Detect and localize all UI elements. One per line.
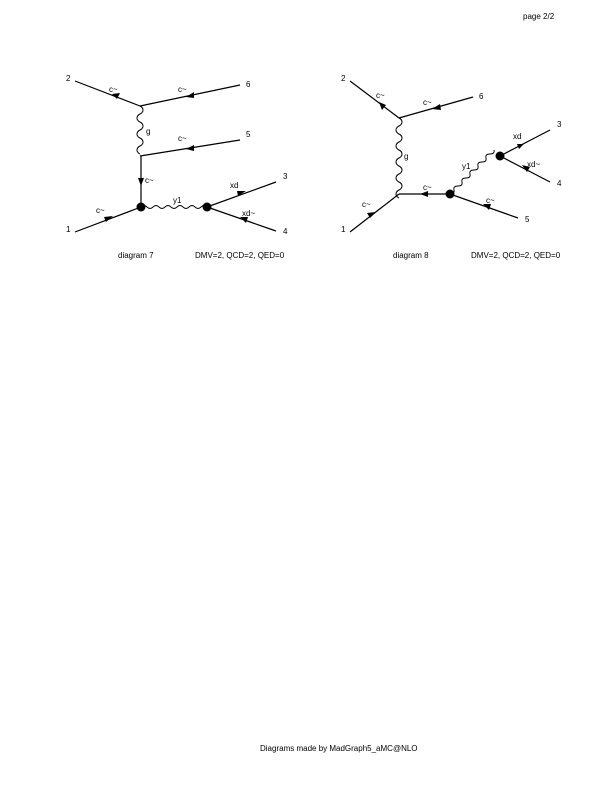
line-4 bbox=[206, 206, 277, 232]
arrow-3 bbox=[237, 191, 246, 196]
line-3-d8 bbox=[499, 129, 551, 157]
feynman-diagram-7: 2 6 5 3 4 1 c~ c~ g c~ c~ c~ y1 xd xd~ bbox=[0, 0, 306, 275]
label-p5-line-d8: c~ bbox=[486, 196, 495, 205]
arrow-3-d8 bbox=[517, 144, 524, 149]
ext-label-1-d8: 1 bbox=[341, 225, 346, 234]
label-p2-line-d8: c~ bbox=[376, 91, 385, 100]
label-t-channel: c~ bbox=[145, 176, 154, 185]
mediator-propagator-d8 bbox=[449, 149, 495, 195]
arrow-2-d8 bbox=[379, 102, 386, 110]
arrow-4-d8 bbox=[522, 165, 530, 172]
label-gluon: g bbox=[146, 127, 150, 136]
ext-label-5: 5 bbox=[246, 130, 251, 139]
line-5-d8 bbox=[449, 193, 519, 219]
arrow-internal-quark bbox=[420, 191, 428, 197]
gluon-propagator bbox=[136, 105, 144, 155]
diagram-7-caption: diagram 7 bbox=[118, 251, 154, 260]
line-3 bbox=[206, 181, 277, 208]
label-p4-line-d8: xd~ bbox=[527, 160, 540, 169]
arrow-5 bbox=[186, 145, 194, 151]
page-number: page 2/2 bbox=[523, 12, 555, 21]
label-mediator-d8: y1 bbox=[462, 162, 471, 171]
arrow-t-channel bbox=[138, 178, 144, 186]
vertex-left bbox=[136, 202, 146, 212]
ext-label-6: 6 bbox=[246, 80, 251, 89]
vertex-dm-d8 bbox=[495, 151, 505, 161]
diagram-7-canvas: 2 6 5 3 4 1 c~ c~ g c~ c~ c~ y1 xd xd~ bbox=[66, 74, 288, 236]
ext-label-3-d8: 3 bbox=[557, 120, 562, 129]
gluon-propagator-d8 bbox=[395, 117, 403, 199]
line-2-d8 bbox=[349, 80, 400, 119]
label-p6-line: c~ bbox=[178, 85, 187, 94]
arrow-4 bbox=[240, 217, 248, 223]
label-p3-line: xd bbox=[230, 181, 238, 190]
arrow-1 bbox=[104, 216, 113, 222]
arrow-1-d8 bbox=[367, 212, 376, 218]
vertex-right bbox=[202, 202, 212, 212]
ext-label-3: 3 bbox=[283, 172, 288, 181]
label-gluon-d8: g bbox=[404, 152, 408, 161]
diagram-8-couplings: DMV=2, QCD=2, QED=0 bbox=[471, 251, 561, 260]
ext-label-5-d8: 5 bbox=[525, 215, 530, 224]
ext-label-6-d8: 6 bbox=[479, 92, 484, 101]
ext-label-2: 2 bbox=[66, 74, 71, 83]
diagram-8-caption: diagram 8 bbox=[393, 251, 429, 260]
ext-label-4-d8: 4 bbox=[557, 179, 562, 188]
label-p2-line: c~ bbox=[109, 85, 118, 94]
label-p5-line: c~ bbox=[178, 134, 187, 143]
feynman-diagram-8: 2 6 3 4 5 1 c~ c~ g c~ c~ c~ y1 xd xd~ bbox=[0, 0, 612, 275]
line-2 bbox=[74, 80, 141, 107]
label-p1-line: c~ bbox=[96, 206, 105, 215]
ext-label-1: 1 bbox=[66, 225, 71, 234]
label-p4-line: xd~ bbox=[242, 209, 255, 218]
vertex-quark-d8 bbox=[445, 189, 455, 199]
label-p1-line-d8: c~ bbox=[362, 200, 371, 209]
label-internal-quark-d8: c~ bbox=[423, 183, 432, 192]
footer-credit: Diagrams made by MadGraph5_aMC@NLO bbox=[260, 744, 418, 753]
arrow-6-d8 bbox=[432, 104, 441, 110]
label-p6-line-d8: c~ bbox=[423, 98, 432, 107]
label-p3-line-d8: xd bbox=[513, 132, 521, 141]
arrow-5-d8 bbox=[483, 204, 491, 210]
arrow-2 bbox=[112, 93, 120, 99]
diagram-8-canvas: 2 6 3 4 5 1 c~ c~ g c~ c~ c~ y1 xd xd~ bbox=[341, 74, 562, 234]
mediator-propagator bbox=[140, 205, 208, 209]
label-mediator: y1 bbox=[173, 196, 182, 205]
ext-label-2-d8: 2 bbox=[341, 74, 346, 83]
arrow-6 bbox=[186, 92, 194, 98]
diagram-7-couplings: DMV=2, QCD=2, QED=0 bbox=[195, 251, 285, 260]
ext-label-4: 4 bbox=[283, 227, 288, 236]
